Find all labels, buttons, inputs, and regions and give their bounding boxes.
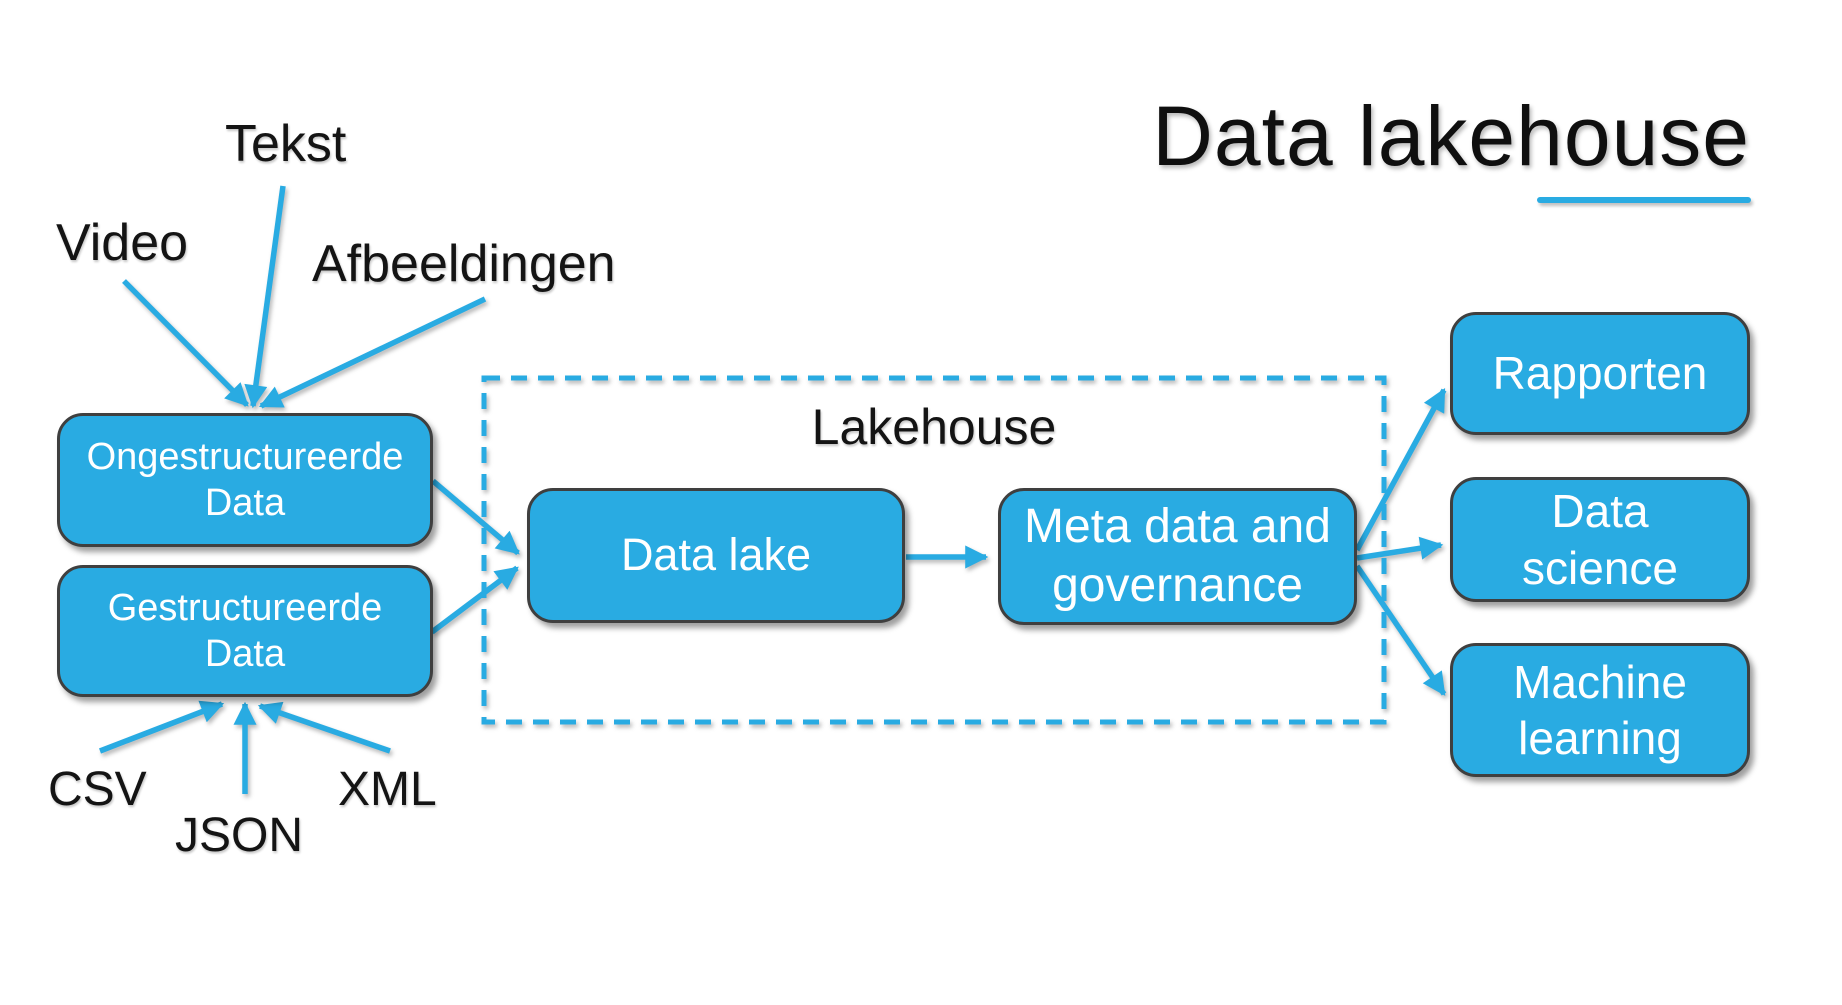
label-afbeeldingen: Afbeeldingen xyxy=(312,235,616,293)
arrow-meta-to-machinelearning xyxy=(1354,564,1447,696)
label-json: JSON xyxy=(175,809,304,862)
node-ongestructureerde-data: Ongestructureerde Data xyxy=(57,413,433,547)
node-gestructureerde-data: Gestructureerde Data xyxy=(57,565,433,697)
arrow-meta-to-rapporten xyxy=(1354,387,1447,552)
arrow-csv-to-gestructureerde xyxy=(99,700,225,754)
arrow-gestructureerde-to-datalake xyxy=(430,565,519,635)
label-csv: CSV xyxy=(48,763,147,816)
page-title: Data lakehouse xyxy=(1152,89,1750,183)
arrow-tekst-to-ongestructureerde xyxy=(244,185,286,409)
arrow-ongestructureerde-to-datalake xyxy=(431,478,520,556)
label-tekst: Tekst xyxy=(225,115,347,173)
node-data-science: Data science xyxy=(1450,477,1750,602)
label-xml: XML xyxy=(338,763,437,816)
arrow-afbeeldingen-to-ongestructureerde xyxy=(258,296,487,409)
arrow-xml-to-gestructureerde xyxy=(257,701,391,754)
label-lakehouse-group: Lakehouse xyxy=(811,399,1057,455)
arrow-video-to-ongestructureerde xyxy=(122,279,249,407)
node-meta-data-governance: Meta data and governance xyxy=(998,488,1357,625)
node-rapporten: Rapporten xyxy=(1450,312,1750,435)
title-underline xyxy=(1537,197,1751,203)
label-video: Video xyxy=(56,214,189,272)
arrow-meta-to-datascience xyxy=(1356,536,1444,561)
node-machine-learning: Machine learning xyxy=(1450,643,1750,777)
node-data-lake: Data lake xyxy=(527,488,905,623)
